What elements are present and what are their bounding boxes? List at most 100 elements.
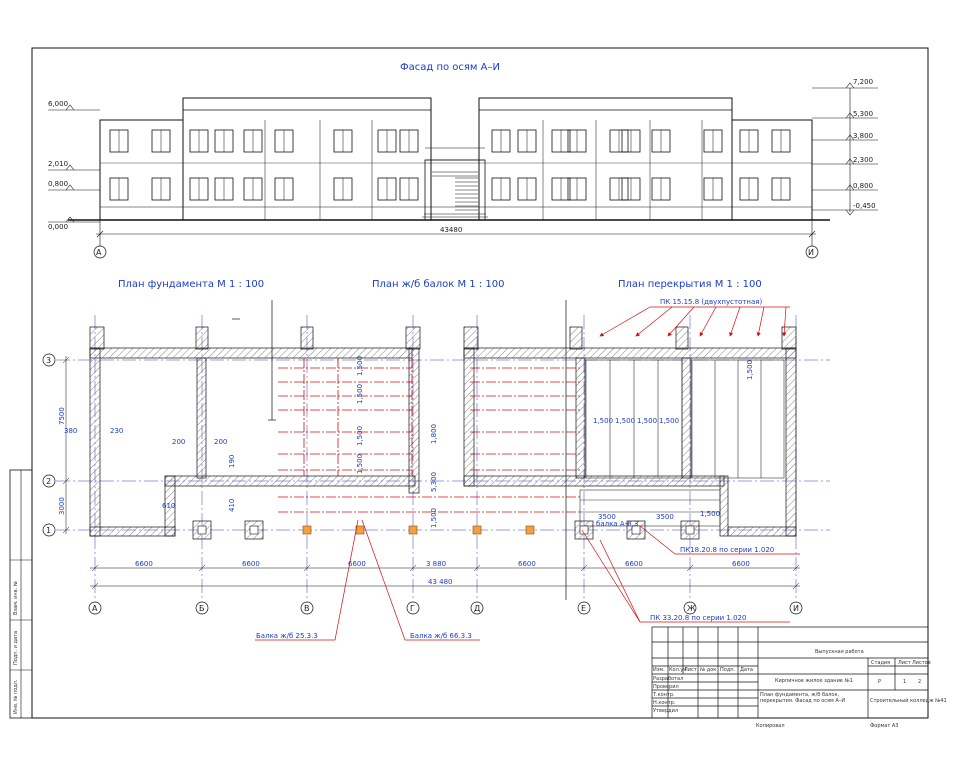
side-stamp-2: Подп. и дата	[13, 631, 19, 665]
stamp-project: Кирпичное жилое здание №1	[775, 678, 853, 684]
facade-window	[551, 177, 571, 201]
level-0800: 0,800	[48, 180, 68, 188]
title-block	[651, 626, 929, 719]
footing	[244, 520, 264, 540]
dim-190: 190	[228, 455, 236, 468]
footing	[192, 520, 212, 540]
facade-axis-i	[805, 245, 819, 259]
floor-plan-title: План перекрытия М 1 : 100	[618, 279, 762, 290]
dim-5300: 5,300	[430, 472, 438, 492]
stamp-drawing: План фундамента, ж/б балок, перекрытия. …	[760, 692, 846, 704]
stamp-role-1: Разработал	[653, 676, 683, 682]
col-axis-6: Е	[577, 601, 591, 615]
stamp-role-4: Н.контр.	[653, 700, 676, 706]
facade-window	[651, 177, 671, 201]
row-axis-3-label: 3	[46, 356, 51, 365]
facade-window	[333, 129, 353, 153]
stamp-col-1: Изм.	[653, 667, 665, 673]
lower-dim-3500a: 3500	[598, 513, 616, 521]
dim-1500v: 1,500	[430, 508, 438, 528]
column	[525, 525, 535, 535]
callout-beam-2: Балка ж/б 66.3.3	[410, 632, 472, 640]
facade-window	[109, 177, 129, 201]
facade-window	[771, 129, 791, 153]
facade-window	[377, 177, 397, 201]
col-axis-label: Г	[410, 604, 415, 613]
column	[408, 525, 418, 535]
col-axis-1: А	[88, 601, 102, 615]
slab-w-4: 1,500	[659, 417, 679, 425]
facade-window	[517, 129, 537, 153]
col-axis-7: Ж	[683, 601, 697, 615]
level-minus0450: -0,450	[853, 202, 876, 210]
span-7: 6600	[732, 560, 750, 568]
stamp-sheets-h: Листов	[912, 660, 931, 666]
callout-pk-bottom: ПК 33.20.8 по серии 1.020	[650, 614, 746, 622]
span-6: 6600	[625, 560, 643, 568]
callout-beam-1: Балка ж/б 25.3.3	[256, 632, 318, 640]
facade-levels-left	[48, 104, 100, 223]
col-axis-4: Г	[406, 601, 420, 615]
stamp-col-5: Подп.	[720, 667, 736, 673]
facade-window	[151, 177, 171, 201]
dim-410: 410	[228, 499, 236, 512]
column	[302, 525, 312, 535]
row-axis-1	[42, 523, 56, 537]
level-7200: 7,200	[853, 78, 873, 86]
slab-w-1: 1,500	[593, 417, 613, 425]
level-6000: 6,000	[48, 100, 68, 108]
dim-200a: 200	[172, 438, 185, 446]
facade-window	[274, 129, 294, 153]
stamp-sheet-v: 1	[903, 679, 906, 685]
facade-window	[703, 177, 723, 201]
sheet-frame	[31, 47, 929, 719]
span-2: 6600	[242, 560, 260, 568]
span-5: 6600	[518, 560, 536, 568]
col-axis-label: Ж	[687, 604, 696, 613]
stamp-drawing-fo: План фундамента, ж/б балок, перекрытия. …	[760, 692, 846, 704]
beam-pitch-2: 1,500	[356, 384, 364, 404]
footing	[626, 520, 646, 540]
callout-pk-right: ПК18.20.8 по серии 1.020	[680, 546, 774, 554]
col-axis-label: Б	[199, 604, 205, 613]
facade-window	[739, 129, 759, 153]
side-stamp-1: Взам. инв. №	[13, 580, 19, 615]
facade-window	[771, 177, 791, 201]
facade-window	[399, 177, 419, 201]
section-marks	[232, 300, 567, 600]
row-axis-2-label: 2	[46, 477, 51, 486]
facade-overall: 43480	[440, 226, 462, 234]
lintel-label: балка А-6,3	[596, 520, 638, 528]
facade-window	[567, 177, 587, 201]
facade-window	[243, 177, 263, 201]
stamp-sheets-v: 2	[918, 679, 921, 685]
col-axis-label: Д	[474, 604, 480, 613]
facade-windows	[109, 129, 791, 201]
span-3: 6600	[348, 560, 366, 568]
slab-w-3: 1,500	[637, 417, 657, 425]
facade-window	[189, 129, 209, 153]
plan-walls	[89, 326, 797, 537]
dim-1800: 1,800	[430, 424, 438, 444]
row-axis-3	[42, 353, 56, 367]
facade-elevation	[68, 97, 830, 221]
facade-window	[214, 129, 234, 153]
column	[355, 525, 365, 535]
beam-plan-title: План ж/б балок М 1 : 100	[372, 279, 505, 290]
dim-7500: 7500	[58, 407, 66, 425]
stamp-stage-h: Стадия	[871, 660, 890, 666]
side-stamp-3: Инв. № подл.	[13, 679, 19, 714]
level-5300: 5,300	[853, 110, 873, 118]
col-axis-5: Д	[470, 601, 484, 615]
facade-axis-i-label: И	[808, 248, 814, 257]
beam-pitch-1: 1,500	[356, 356, 364, 376]
facade-window	[703, 129, 723, 153]
col-axis-label: В	[304, 604, 310, 613]
footing	[680, 520, 700, 540]
facade-window	[109, 129, 129, 153]
facade-window	[651, 129, 671, 153]
span-1: 6600	[135, 560, 153, 568]
